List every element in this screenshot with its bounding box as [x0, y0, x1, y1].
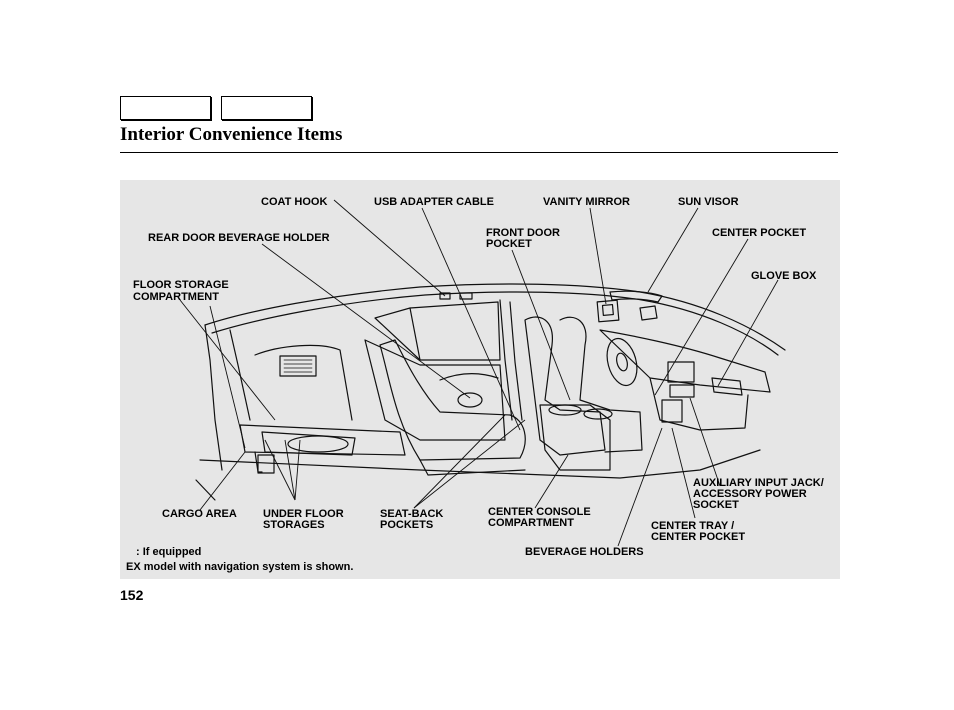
label-center-console-line1: CENTER CONSOLE	[488, 506, 591, 518]
label-center-pocket: CENTER POCKET	[712, 227, 807, 239]
label-front-door-pocket-line1: FRONT DOOR	[486, 227, 560, 239]
label-center-tray-line1: CENTER TRAY /	[651, 520, 735, 532]
label-vanity-mirror: VANITY MIRROR	[543, 196, 630, 208]
label-seat-back-line1: SEAT-BACK	[380, 508, 444, 520]
label-center-console-line2: COMPARTMENT	[488, 517, 574, 529]
illustration-panel	[120, 180, 840, 579]
label-rear-door-beverage-holder: REAR DOOR BEVERAGE HOLDER	[148, 232, 330, 244]
page-title: Interior Convenience Items	[120, 124, 343, 145]
page-number: 152	[120, 587, 144, 603]
label-aux-jack-line3: SOCKET	[693, 499, 739, 511]
label-seat-back-line2: POCKETS	[380, 519, 434, 531]
label-floor-storage-line2: COMPARTMENT	[133, 291, 219, 303]
label-front-door-pocket-line2: POCKET	[486, 238, 532, 250]
note-model: EX model with navigation system is shown…	[126, 561, 354, 573]
label-aux-jack-line2: ACCESSORY POWER	[693, 488, 807, 500]
label-sun-visor: SUN VISOR	[678, 196, 739, 208]
label-aux-jack-line1: AUXILIARY INPUT JACK/	[693, 477, 824, 489]
label-under-floor-line1: UNDER FLOOR	[263, 508, 344, 520]
title-divider	[120, 152, 838, 153]
label-glove-box: GLOVE BOX	[751, 270, 817, 282]
label-cargo-area: CARGO AREA	[162, 508, 237, 520]
label-coat-hook: COAT HOOK	[261, 196, 328, 208]
label-center-tray-line2: CENTER POCKET	[651, 531, 746, 543]
nav-tab-1[interactable]	[120, 96, 211, 120]
label-usb-adapter-cable: USB ADAPTER CABLE	[374, 196, 494, 208]
label-under-floor-line2: STORAGES	[263, 519, 325, 531]
label-floor-storage-line1: FLOOR STORAGE	[133, 279, 229, 291]
label-beverage-holders: BEVERAGE HOLDERS	[525, 546, 644, 558]
note-if-equipped: : If equipped	[136, 546, 202, 558]
nav-tab-2[interactable]	[221, 96, 312, 120]
